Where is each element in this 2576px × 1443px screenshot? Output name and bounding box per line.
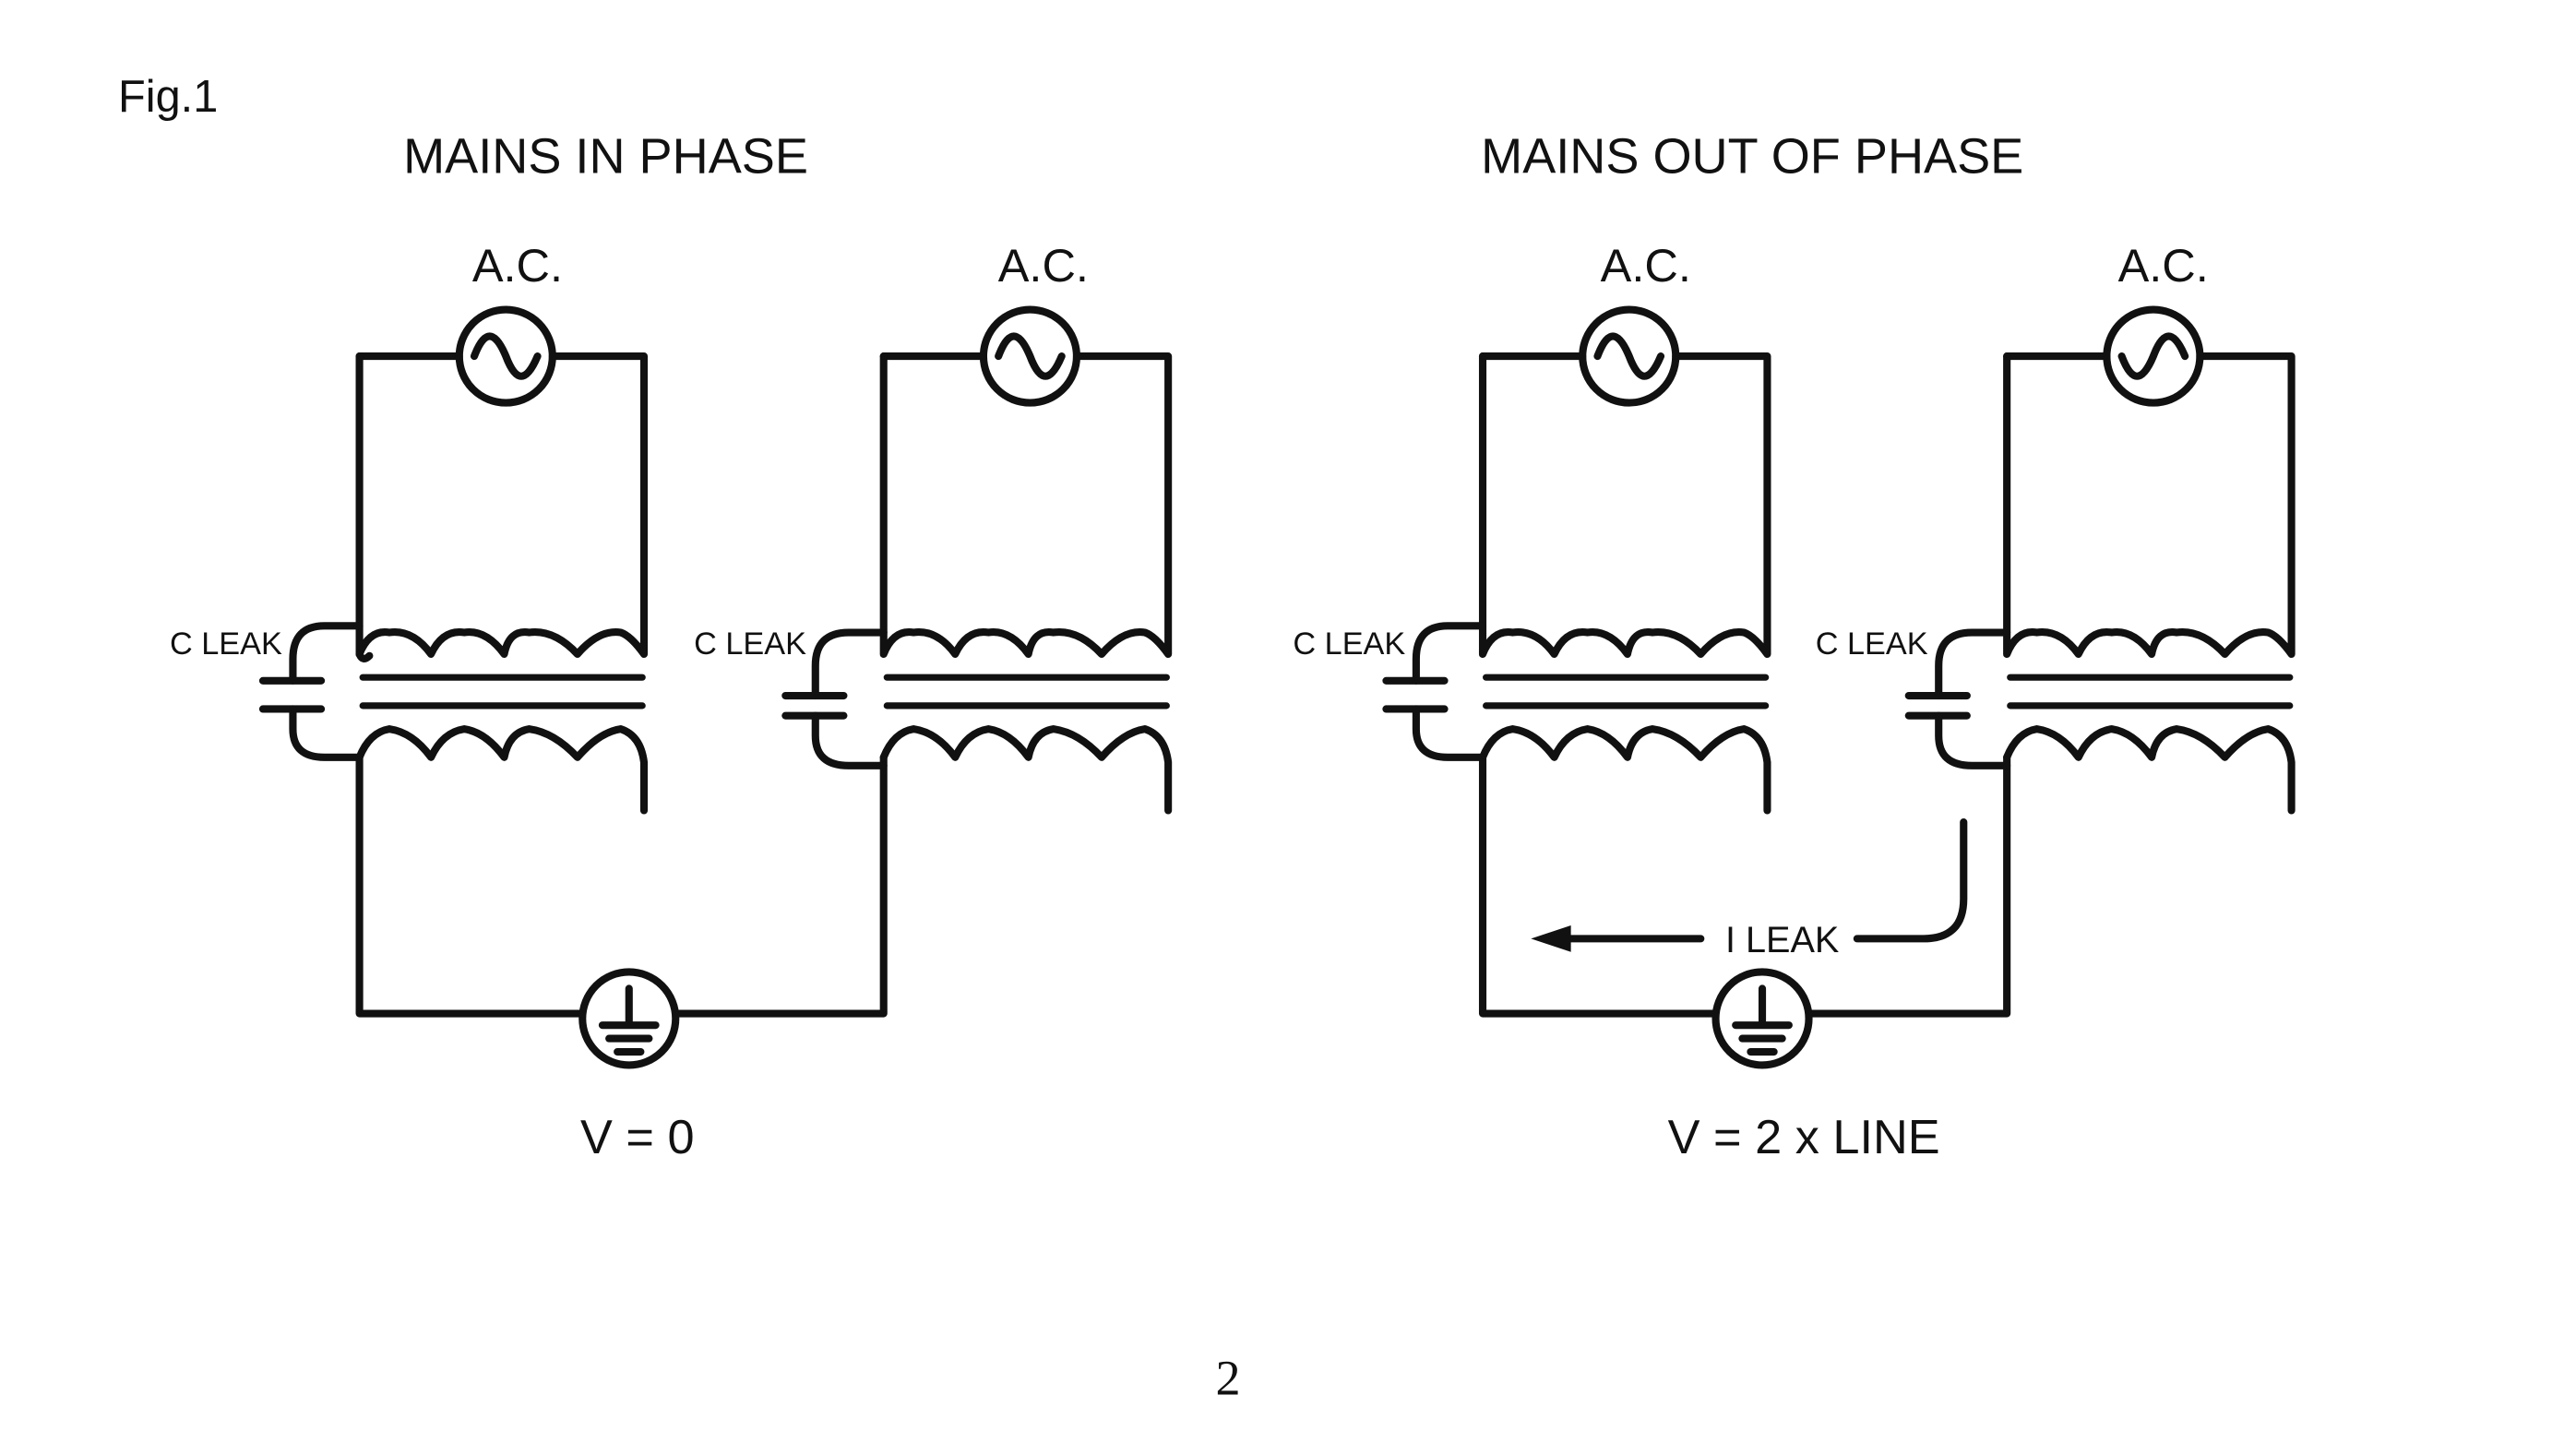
transformer-icon — [672, 352, 1173, 1018]
right-cap-a-label: C LEAK — [1293, 626, 1405, 662]
ground-icon — [578, 968, 680, 1069]
capacitor-icon — [781, 628, 888, 769]
transformer-icon — [1805, 352, 2296, 1018]
right-panel-title: MAINS OUT OF PHASE — [1481, 129, 2023, 185]
right-source-a-label: A.C. — [1601, 239, 1691, 292]
right-source-b-label: A.C. — [2118, 239, 2209, 292]
ac-source-icon — [979, 305, 1080, 407]
left-source-b-label: A.C. — [998, 239, 1089, 292]
figure-label: Fig.1 — [118, 72, 218, 122]
right-cap-b-label: C LEAK — [1816, 626, 1928, 662]
arrow-left-icon — [1531, 924, 1571, 952]
transformer-icon — [1478, 352, 1771, 1018]
leak-current-path — [1531, 818, 1968, 952]
capacitor-icon — [1382, 622, 1487, 761]
left-source-a-label: A.C. — [472, 239, 563, 292]
page-number: 2 — [1216, 1351, 1241, 1406]
ac-source-icon — [455, 305, 556, 407]
ground-icon — [1711, 968, 1813, 1069]
left-cap-a-label: C LEAK — [170, 626, 282, 662]
right-voltage-label: V = 2 x LINE — [1668, 1111, 1940, 1164]
left-panel-title: MAINS IN PHASE — [403, 129, 808, 185]
ac-source-icon — [1579, 305, 1680, 407]
ac-source-icon — [2103, 305, 2204, 407]
capacitor-icon — [1904, 628, 2011, 769]
left-voltage-label: V = 0 — [580, 1111, 695, 1164]
capacitor-icon — [258, 622, 364, 761]
transformer-icon — [355, 352, 649, 1018]
left-cap-b-label: C LEAK — [694, 626, 806, 662]
leak-current-label: I LEAK — [1725, 920, 1839, 960]
